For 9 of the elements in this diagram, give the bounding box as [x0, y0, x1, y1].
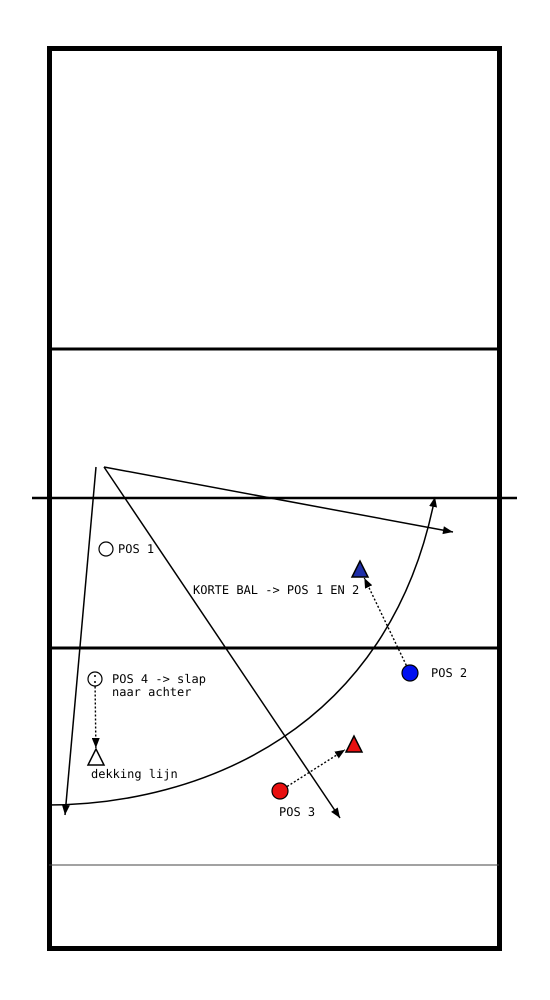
position-label: POS 1 [118, 543, 154, 556]
note-text: KORTE BAL -> POS 1 EN 2 [193, 584, 360, 597]
position-label: POS 3 [279, 806, 316, 819]
dotted-arrow [92, 686, 100, 748]
dotted-arrow [364, 578, 407, 666]
position-label: POS 4 -> slap naar achter [112, 673, 207, 699]
dotted-arrow [286, 749, 346, 788]
line-label: dekking lijn [91, 768, 178, 781]
position-label: POS 2 [431, 667, 468, 680]
